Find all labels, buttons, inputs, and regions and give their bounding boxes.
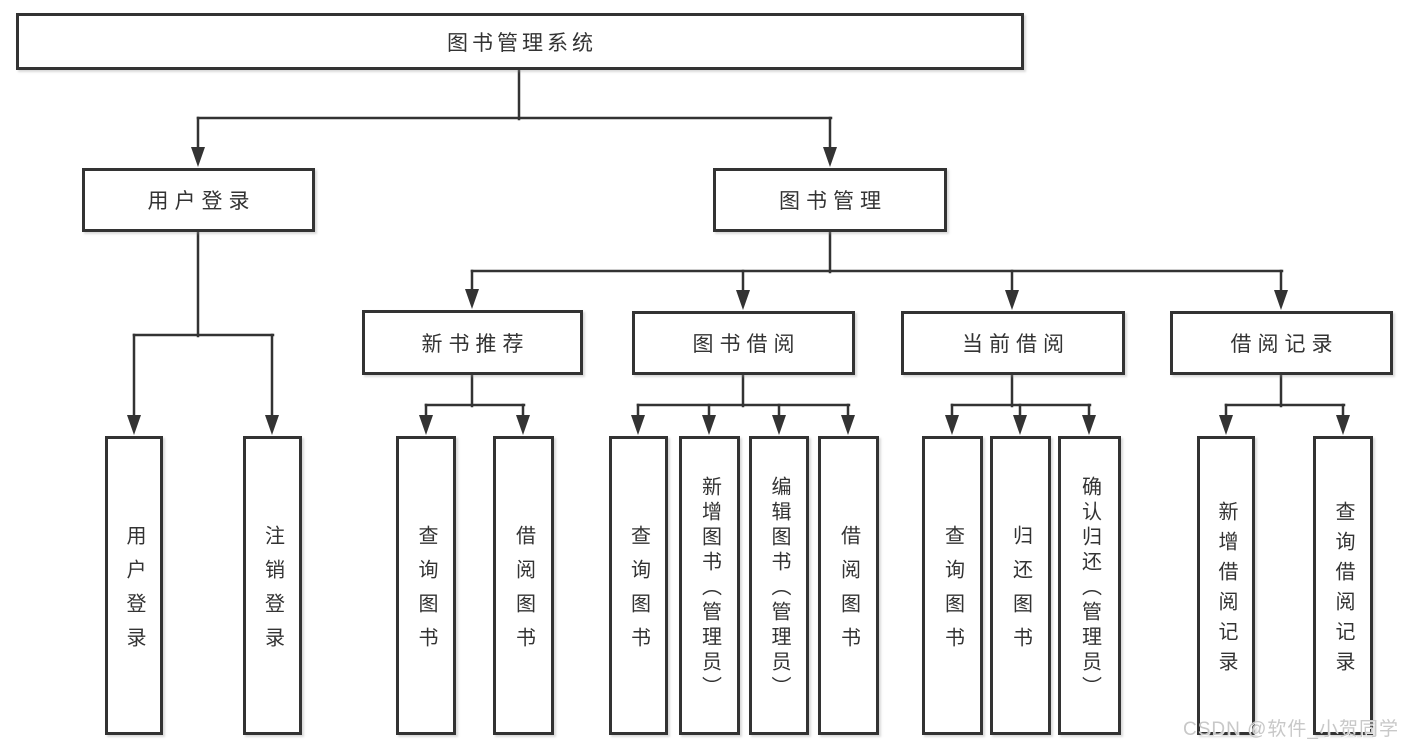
node-borrowing-records: 借阅记录 [1170, 311, 1393, 375]
leaf-logout: 注销登录 [243, 436, 302, 735]
leaf-logout-label: 注销登录 [261, 524, 284, 661]
leaf-user-login: 用户登录 [105, 436, 163, 735]
leaf-query-books-current-label: 查询图书 [941, 524, 964, 661]
leaf-query-books-recommend: 查询图书 [396, 436, 456, 735]
leaf-edit-books-admin: 编辑图书（管理员） [749, 436, 809, 735]
leaf-borrow-books-label: 借阅图书 [837, 524, 860, 661]
leaf-query-books-borrowing-label: 查询图书 [627, 524, 650, 661]
node-book-management: 图书管理 [713, 168, 947, 232]
leaf-confirm-return-admin: 确认归还（管理员） [1058, 436, 1121, 735]
leaf-query-books-recommend-label: 查询图书 [415, 524, 437, 661]
leaf-add-borrow-record: 新增借阅记录 [1197, 436, 1255, 735]
watermark: CSDN @软件_小贺同学 [1183, 719, 1399, 740]
leaf-query-books-borrowing: 查询图书 [609, 436, 668, 735]
node-user-login: 用户登录 [82, 168, 315, 232]
node-user-login-label: 用户登录 [147, 190, 256, 213]
leaf-edit-books-admin-label: 编辑图书（管理员） [768, 475, 790, 701]
leaf-add-books-admin-label: 新增图书（管理员） [698, 475, 721, 701]
node-library-management-system-label: 图书管理系统 [447, 31, 597, 55]
leaf-add-books-admin: 新增图书（管理员） [679, 436, 740, 735]
leaf-borrow-books-recommend-label: 借阅图书 [512, 524, 535, 661]
leaf-query-borrow-record-label: 查询借阅记录 [1332, 500, 1354, 681]
node-current-borrowing-label: 当前借阅 [962, 333, 1070, 356]
node-book-borrowing: 图书借阅 [632, 311, 855, 375]
leaf-add-borrow-record-label: 新增借阅记录 [1215, 500, 1237, 681]
leaf-return-books-label: 归还图书 [1009, 524, 1032, 661]
leaf-borrow-books: 借阅图书 [818, 436, 879, 735]
leaf-return-books: 归还图书 [990, 436, 1051, 735]
node-library-management-system: 图书管理系统 [16, 13, 1024, 70]
leaf-query-borrow-record: 查询借阅记录 [1313, 436, 1373, 735]
node-book-borrowing-label: 图书借阅 [692, 333, 801, 356]
node-current-borrowing: 当前借阅 [901, 311, 1125, 375]
node-new-book-recommend-label: 新书推荐 [421, 332, 530, 356]
leaf-confirm-return-admin-label: 确认归还（管理员） [1078, 475, 1101, 701]
leaf-user-login-label: 用户登录 [123, 524, 145, 661]
leaf-borrow-books-recommend: 借阅图书 [493, 436, 554, 735]
node-book-management-label: 图书管理 [779, 190, 887, 213]
node-new-book-recommend: 新书推荐 [362, 310, 583, 375]
leaf-query-books-current: 查询图书 [922, 436, 983, 735]
node-borrowing-records-label: 借阅记录 [1230, 333, 1339, 356]
